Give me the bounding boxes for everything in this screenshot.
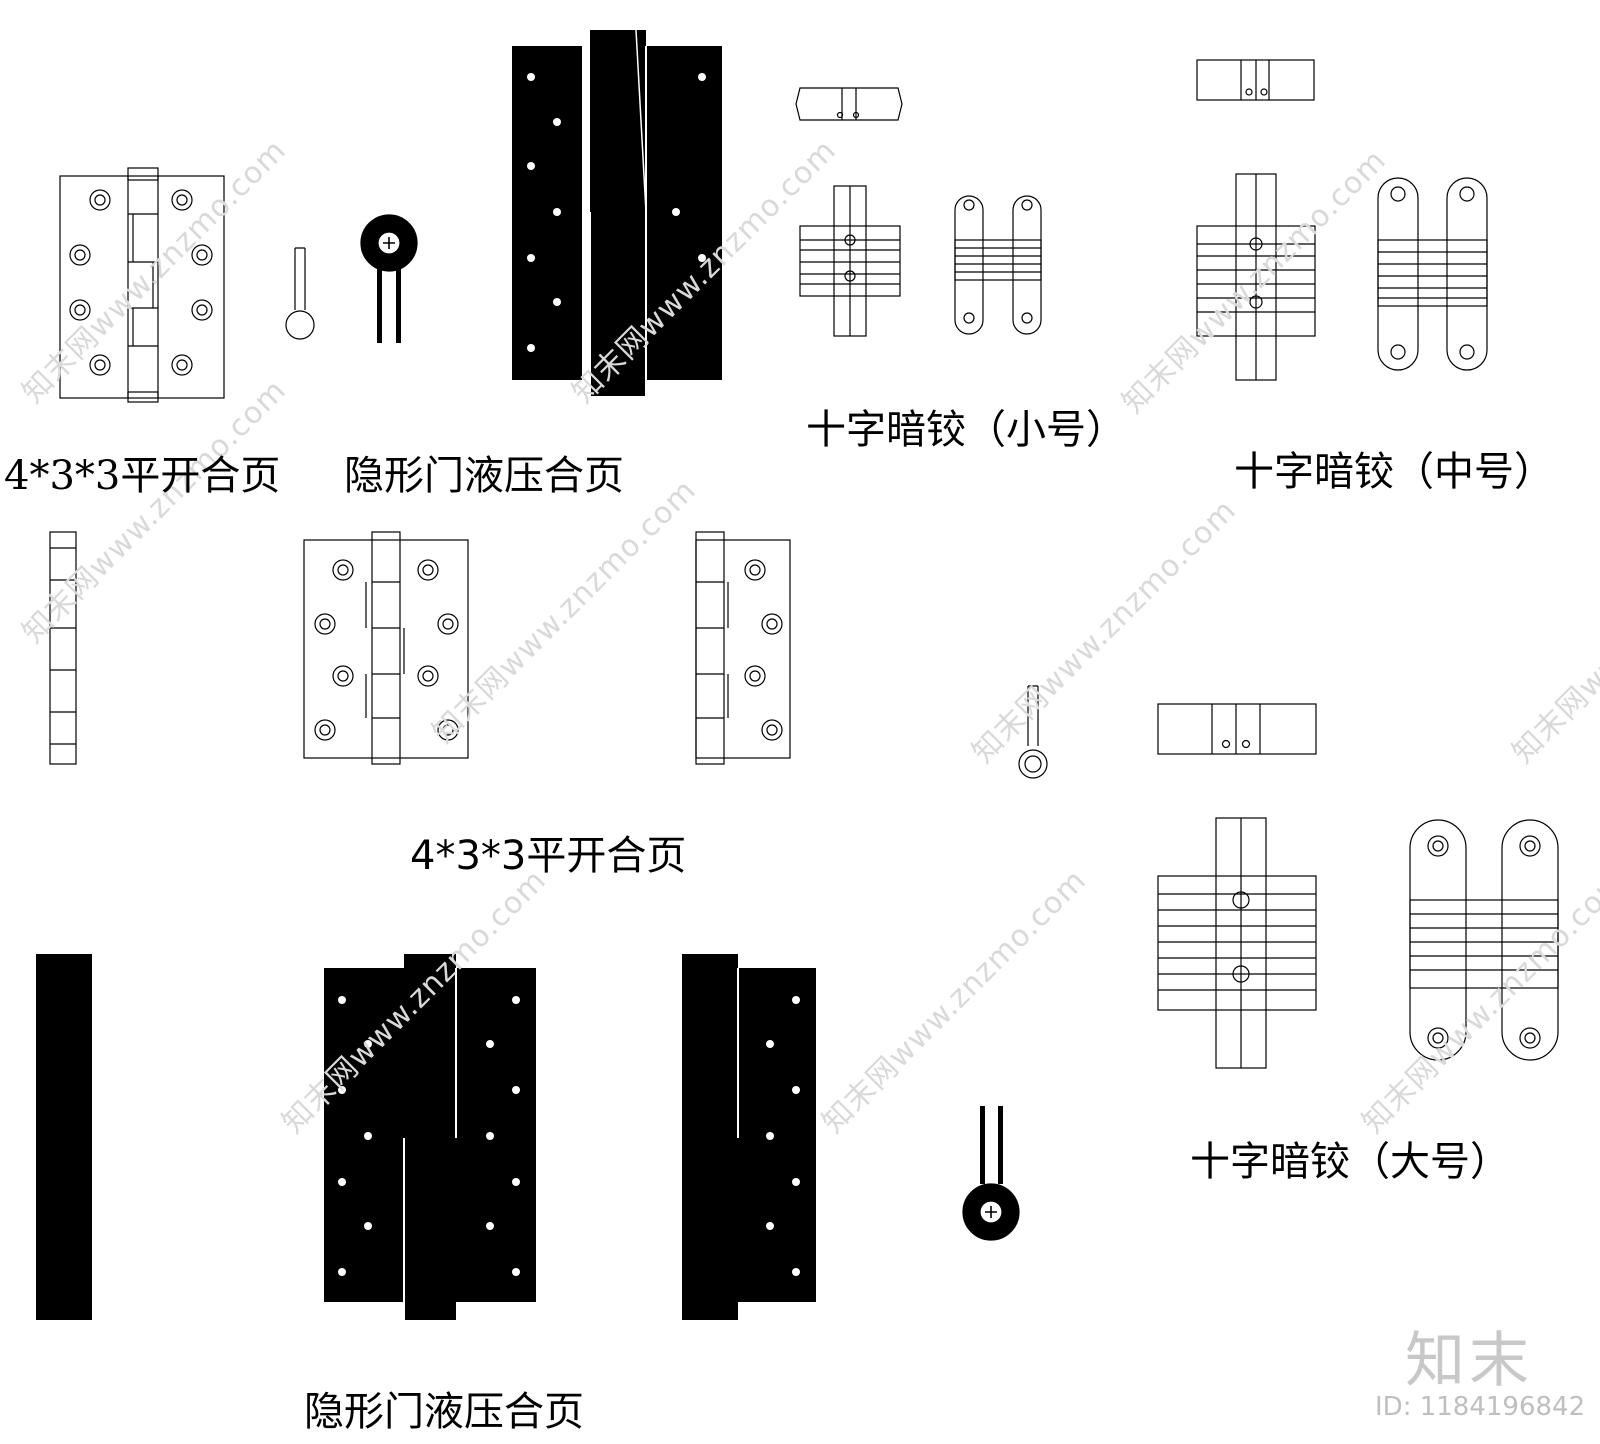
- label-hydraulic-hinge-bottom: 隐形门液压合页: [304, 1389, 584, 1435]
- cross-hinge-small-top-view: [795, 87, 903, 121]
- image-id: ID: 1184196842: [1375, 1392, 1586, 1422]
- cross-hinge-large-top-view: [1157, 703, 1317, 755]
- screw-hole-icon: [527, 73, 706, 352]
- cross-hinge-medium-side-view: [1377, 177, 1488, 371]
- flat-hinge-side-view: [49, 531, 77, 765]
- label-cross-hinge-small: 十字暗铰（小号）: [806, 407, 1126, 453]
- label-flat-hinge-top: 4*3*3平开合页: [4, 453, 281, 499]
- label-hydraulic-hinge-top: 隐形门液压合页: [344, 453, 624, 499]
- watermark-logo: 知末: [1405, 1326, 1533, 1396]
- screw-hole-icon: [69, 189, 213, 376]
- hydraulic-hinge-front-view: [512, 29, 722, 396]
- label-cross-hinge-medium: 十字暗铰（中号）: [1234, 449, 1554, 495]
- flat-hinge-front-view: [59, 167, 225, 403]
- cross-hinge-medium-front-view: [1196, 173, 1316, 381]
- hydraulic-hinge-bottom-end-view: [962, 1106, 1020, 1241]
- hydraulic-hinge-open-view: [324, 954, 536, 1320]
- hydraulic-hinge-half-view: [682, 954, 816, 1320]
- cross-hinge-key-view: [1018, 685, 1048, 779]
- flat-hinge-open-view: [303, 531, 469, 765]
- cross-hinge-large-side-view: [1409, 819, 1559, 1061]
- hydraulic-hinge-end-view: [360, 214, 418, 343]
- hinge-pin-side-view: [285, 247, 315, 340]
- hydraulic-hinge-side-view: [36, 954, 92, 1320]
- cross-hinge-large-front-view: [1157, 817, 1317, 1069]
- label-cross-hinge-large: 十字暗铰（大号）: [1190, 1139, 1510, 1185]
- flat-hinge-half-view: [695, 531, 791, 765]
- cross-hinge-medium-top-view: [1196, 59, 1315, 101]
- cross-hinge-small-front-view: [799, 185, 901, 337]
- label-flat-hinge-mid: 4*3*3平开合页: [410, 833, 687, 879]
- cross-hinge-small-side-view: [954, 195, 1042, 335]
